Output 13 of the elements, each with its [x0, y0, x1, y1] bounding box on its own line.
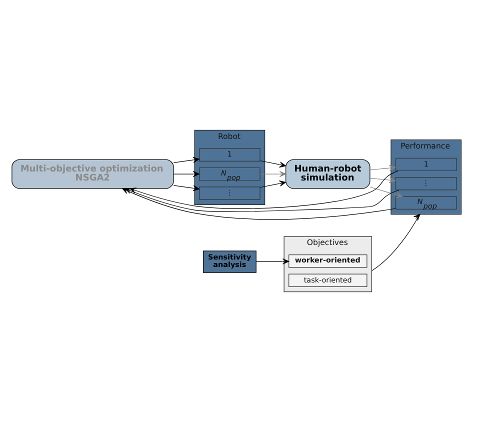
arrow	[255, 258, 289, 264]
arrow	[172, 156, 200, 162]
arrow	[259, 160, 286, 168]
arrow	[369, 176, 396, 183]
arrow	[172, 184, 200, 191]
arrow	[369, 186, 402, 198]
arrow	[172, 170, 200, 177]
node-box: Multi-objective optimization NSGA2	[11, 158, 174, 188]
arrow	[259, 170, 286, 177]
arrow	[259, 180, 286, 188]
arrow	[370, 214, 420, 271]
node-box: Human-robot simulation	[285, 158, 370, 188]
arrow	[369, 164, 396, 170]
